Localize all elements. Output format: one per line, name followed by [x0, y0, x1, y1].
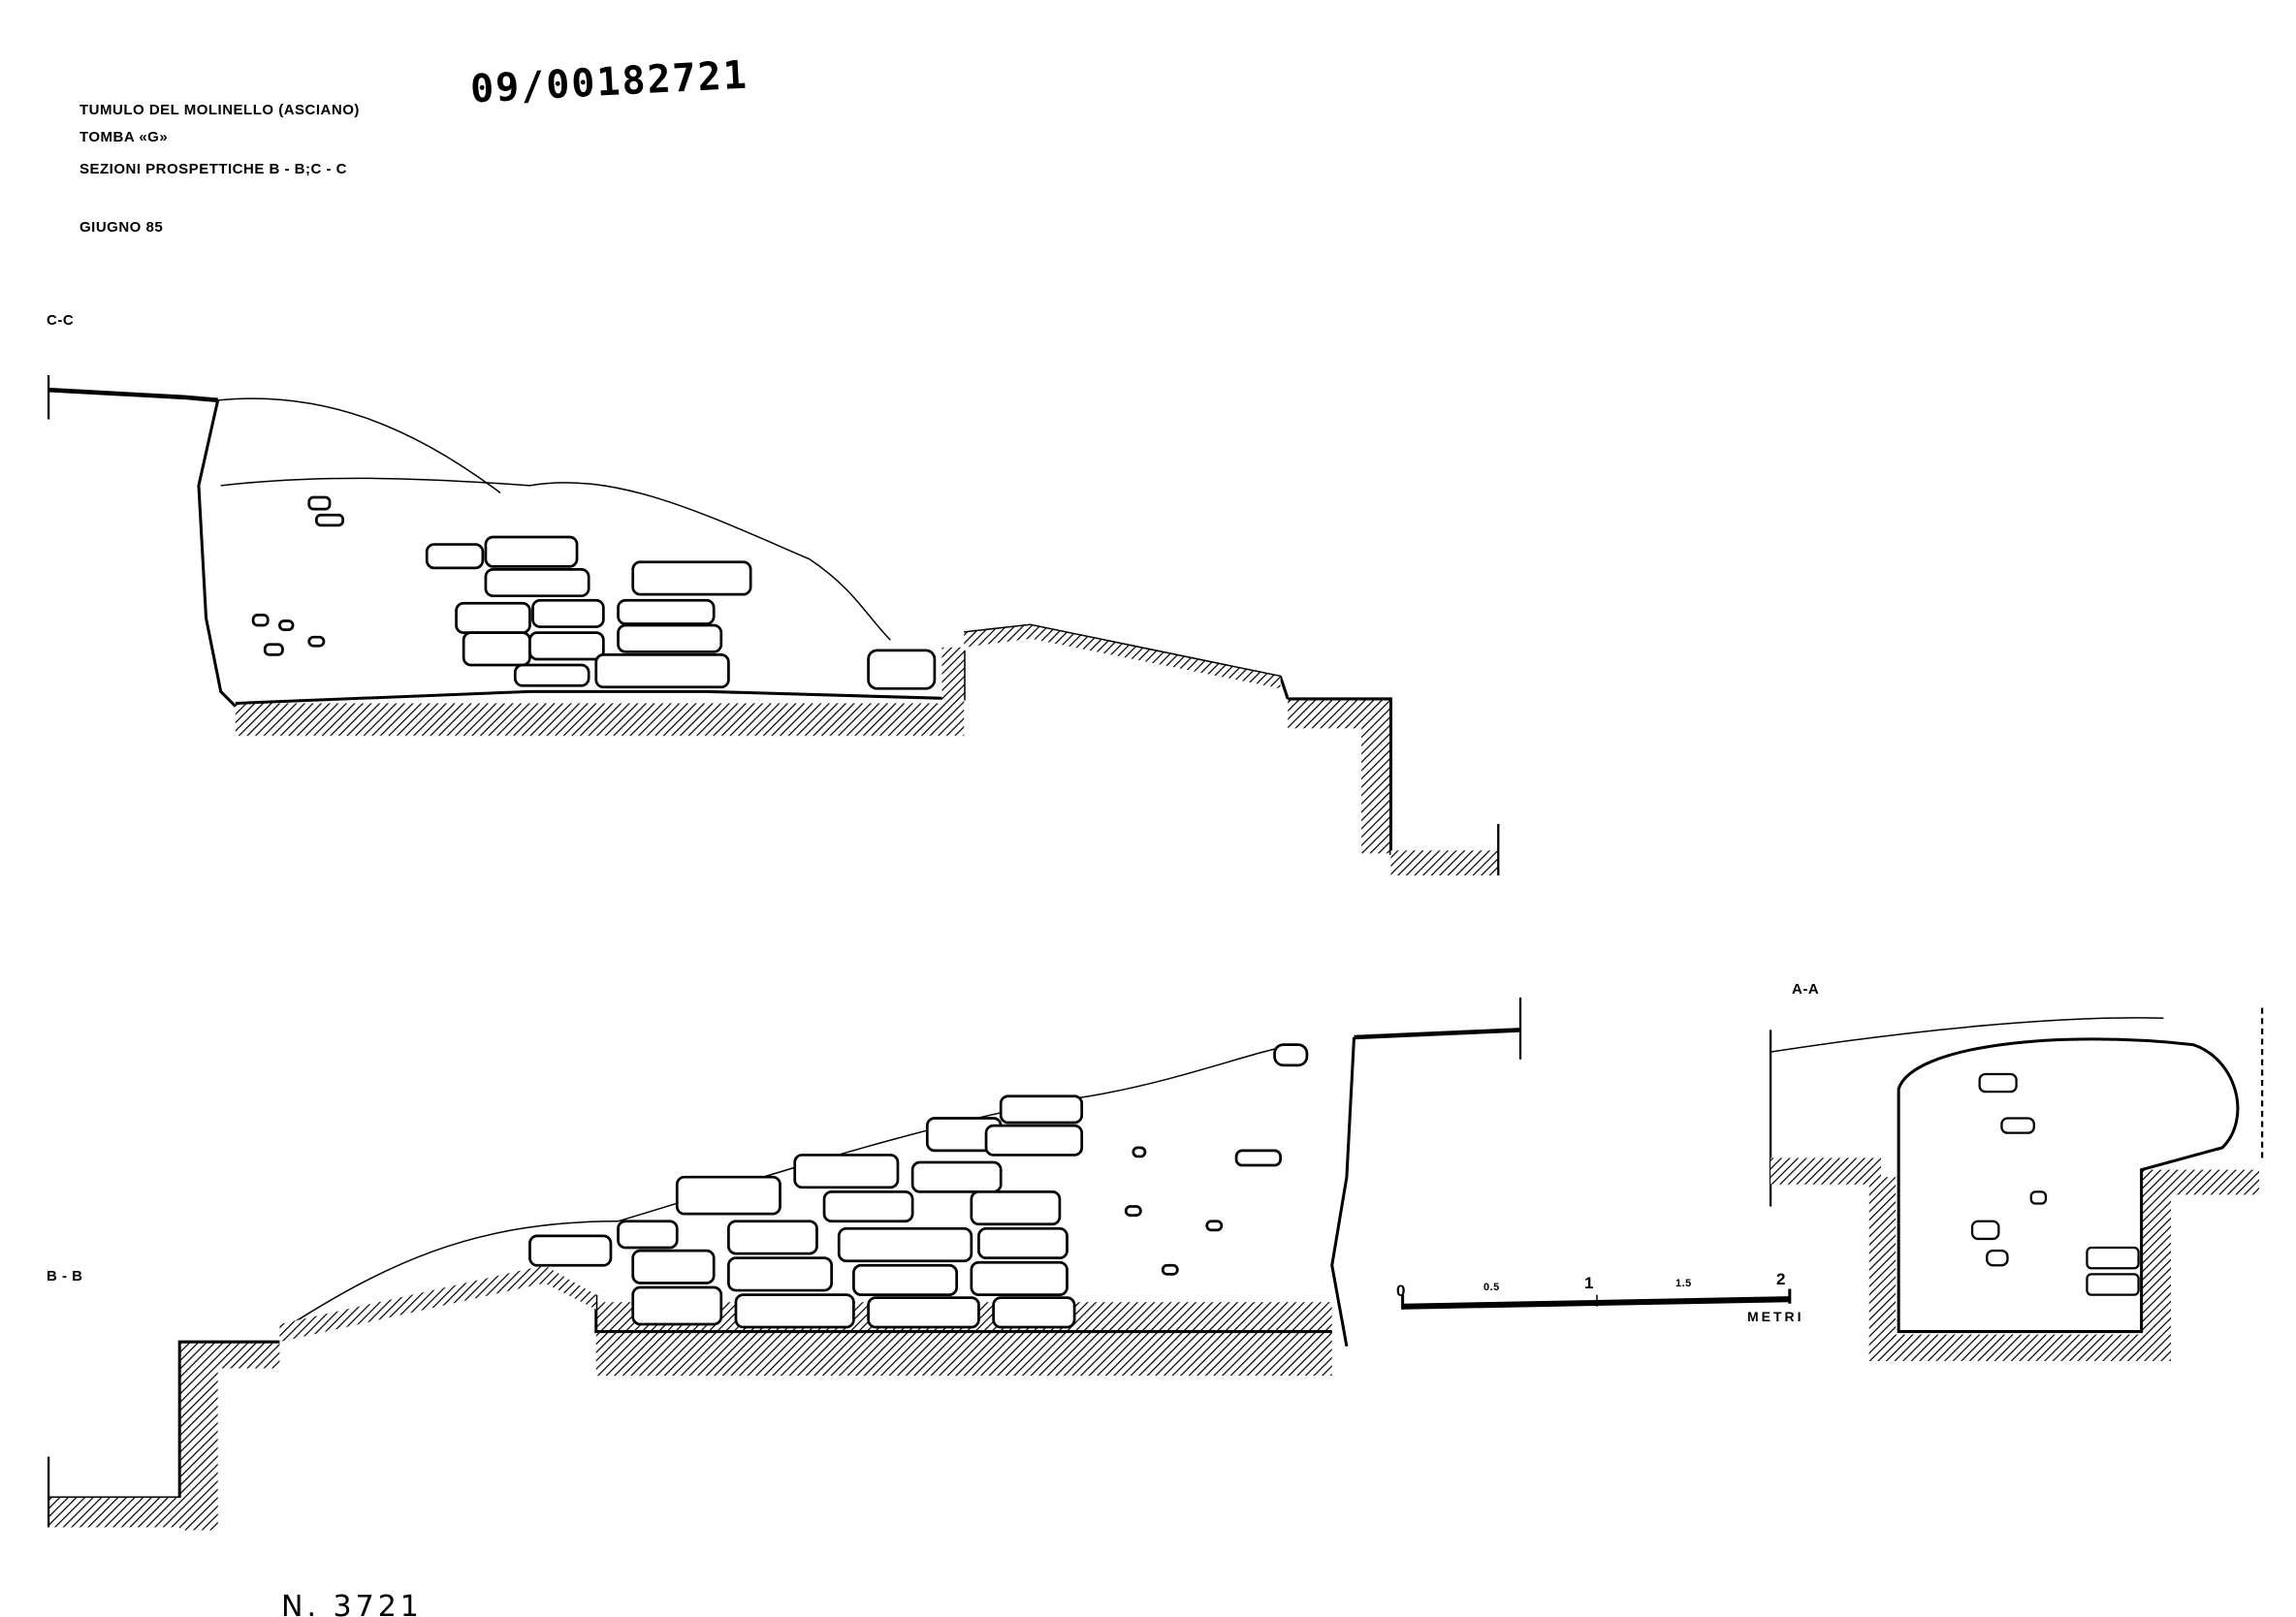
scale-tick-2: 2	[1776, 1270, 1786, 1288]
scale-bar	[1401, 1288, 1792, 1310]
section-label-b-b: B - B	[47, 1268, 83, 1284]
inventory-number: N. 3721	[281, 1590, 423, 1617]
scale-unit: METRI	[1747, 1309, 1804, 1324]
title-line-3: SEZIONI PROSPETTICHE B - B;C - C	[80, 161, 348, 177]
section-c-c	[47, 375, 1500, 876]
title-line-1: TUMULO DEL MOLINELLO (ASCIANO)	[80, 102, 360, 118]
scale-tick-1-5: 1.5	[1675, 1278, 1692, 1289]
stone-masonry	[251, 495, 937, 690]
section-b-b	[47, 998, 1522, 1531]
title-line-2: TOMBA «G»	[80, 129, 169, 145]
scale-tick-0-5: 0.5	[1483, 1282, 1500, 1293]
scale-tick-0: 0	[1396, 1282, 1406, 1300]
section-label-c-c: C-C	[47, 312, 75, 329]
section-label-a-a: A-A	[1792, 981, 1820, 998]
floor-hatch	[235, 703, 965, 736]
section-a-a	[1769, 1007, 2264, 1361]
stone-masonry	[528, 1043, 1309, 1329]
drawing-date: GIUGNO 85	[80, 219, 164, 236]
scale-tick-1: 1	[1584, 1274, 1594, 1292]
stone-masonry	[1970, 1072, 2140, 1296]
